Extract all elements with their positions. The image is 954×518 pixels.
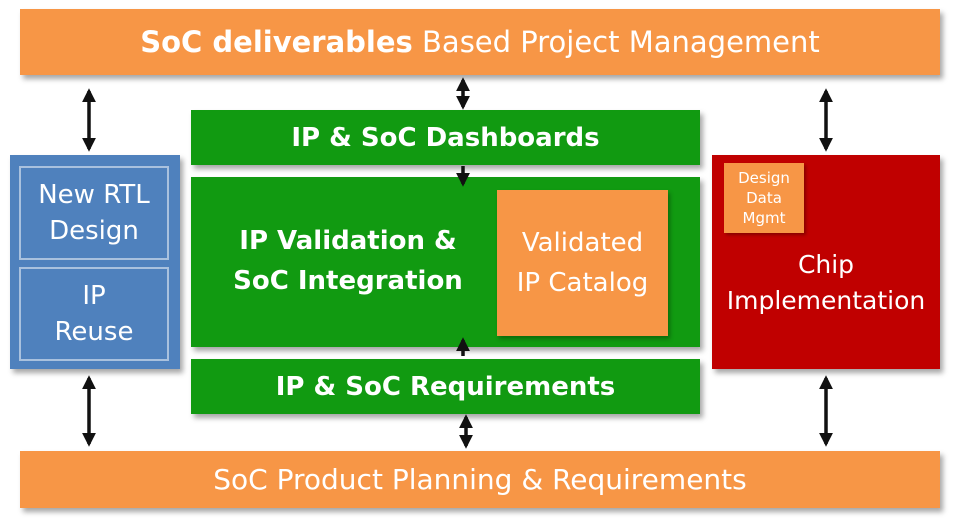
design-data-mgmt-box: Design Data Mgmt	[724, 163, 804, 233]
new-rtl-design-label: New RTL Design	[38, 180, 150, 246]
dashboards-box: IP & SoC Dashboards	[191, 110, 700, 165]
requirements-box: IP & SoC Requirements	[191, 359, 700, 414]
validation-integration-label: IP Validation & SoC Integration	[233, 226, 463, 296]
design-reuse-panel: New RTL Design IP Reuse	[10, 155, 180, 369]
validation-integration-box: IP Validation & SoC Integration Validate…	[191, 177, 700, 347]
product-planning-bar: SoC Product Planning & Requirements	[20, 451, 940, 508]
new-rtl-design-box: New RTL Design	[19, 166, 169, 260]
project-management-label: SoC deliverables Based Project Managemen…	[140, 25, 820, 59]
ip-catalog-label: Validated IP Catalog	[516, 228, 649, 298]
dashboards-label: IP & SoC Dashboards	[291, 122, 600, 153]
product-planning-label: SoC Product Planning & Requirements	[213, 463, 747, 496]
chip-implementation-panel: Design Data Mgmt Chip Implementation	[712, 155, 940, 369]
project-management-bar: SoC deliverables Based Project Managemen…	[20, 9, 940, 75]
ip-reuse-label: IP Reuse	[54, 281, 134, 347]
chip-implementation-label: Chip Implementation	[726, 250, 926, 315]
ip-catalog-box: Validated IP Catalog	[497, 190, 668, 336]
requirements-label: IP & SoC Requirements	[275, 371, 616, 402]
ip-reuse-box: IP Reuse	[19, 267, 169, 361]
design-data-mgmt-label: Design Data Mgmt	[738, 169, 790, 227]
